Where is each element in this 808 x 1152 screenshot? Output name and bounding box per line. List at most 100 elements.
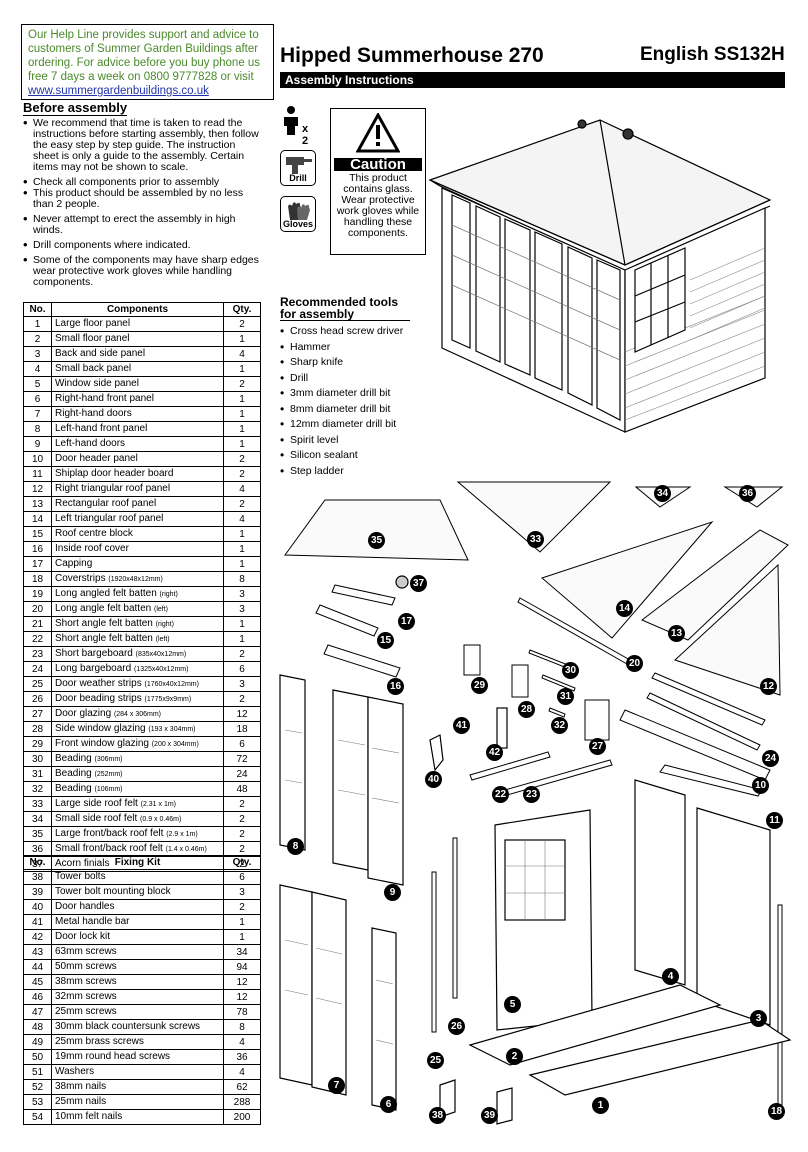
callout-badge: 22 bbox=[492, 786, 509, 803]
part-size: (1.4 x 0.46m) bbox=[165, 846, 207, 854]
part-name: Inside roof cover bbox=[55, 543, 129, 555]
part-name: Side window glazing bbox=[55, 723, 146, 735]
part-name: Capping bbox=[55, 558, 93, 570]
col-qty: Qty. bbox=[223, 301, 261, 318]
col-fixing-kit: Fixing Kit bbox=[51, 854, 224, 871]
callout-badge: 11 bbox=[766, 812, 783, 829]
persons-label: x 2 bbox=[302, 123, 309, 147]
gloves-icon: Gloves bbox=[280, 196, 316, 232]
part-name: 63mm screws bbox=[55, 946, 117, 958]
part-name: 32mm screws bbox=[55, 991, 117, 1003]
part-name: Beading bbox=[55, 753, 92, 765]
callout-badge: 31 bbox=[557, 688, 574, 705]
page-title: Hipped Summerhouse 270 bbox=[280, 44, 544, 67]
part-size: (306mm) bbox=[94, 756, 123, 764]
part-name: Roof centre block bbox=[55, 528, 133, 540]
part-name: Beading bbox=[55, 783, 92, 795]
callout-badge: 29 bbox=[471, 677, 488, 694]
list-item: 8mm diameter drill bit bbox=[280, 402, 403, 418]
callout-badge: 8 bbox=[287, 838, 304, 855]
wall-and-door-panels bbox=[279, 575, 792, 1125]
batten-parts bbox=[315, 584, 783, 1106]
part-name: 25mm screws bbox=[55, 1006, 117, 1018]
list-item: Drill components where indicated. bbox=[23, 239, 261, 251]
col-qty: Qty. bbox=[223, 854, 261, 871]
part-name: 38mm nails bbox=[55, 1081, 107, 1093]
list-item: We recommend that time is taken to read … bbox=[23, 117, 261, 173]
list-item: This product should be assembled by no l… bbox=[23, 187, 261, 210]
callout-badge: 5 bbox=[504, 996, 521, 1013]
warning-icon bbox=[355, 111, 401, 153]
part-name: 38mm screws bbox=[55, 976, 117, 988]
tools-list: Cross head screw driver Hammer Sharp kni… bbox=[280, 324, 403, 479]
before-assembly-list: We recommend that time is taken to read … bbox=[23, 117, 261, 292]
callout-badge: 33 bbox=[527, 531, 544, 548]
callout-badge: 42 bbox=[486, 744, 503, 761]
part-name: Window side panel bbox=[55, 378, 139, 390]
part-name: Long bargeboard bbox=[55, 663, 132, 675]
part-name: Left triangular roof panel bbox=[55, 513, 164, 525]
part-size: (left) bbox=[155, 636, 170, 644]
caution-text: This product contains glass. Wear protec… bbox=[336, 172, 420, 239]
part-qty: 2 bbox=[223, 316, 261, 333]
list-item: Check all components prior to assembly bbox=[23, 176, 261, 188]
part-name: Door beading strips bbox=[55, 693, 142, 705]
callout-badge: 9 bbox=[384, 884, 401, 901]
callout-badge: 7 bbox=[328, 1077, 345, 1094]
list-item: Spirit level bbox=[280, 433, 403, 449]
callout-badge: 18 bbox=[768, 1103, 785, 1120]
summerhouse-illustration bbox=[428, 119, 772, 433]
part-name: Door weather strips bbox=[55, 678, 142, 690]
part-name: Tower bolts bbox=[55, 871, 106, 883]
part-size: (1760x40x12mm) bbox=[144, 681, 199, 689]
part-size: (right) bbox=[159, 591, 178, 599]
callout-badge: 17 bbox=[398, 613, 415, 630]
part-size: (200 x 304mm) bbox=[151, 741, 199, 749]
part-qty: 12 bbox=[223, 706, 261, 723]
section-bar: Assembly Instructions bbox=[280, 72, 785, 88]
part-name: Long angled felt batten bbox=[55, 588, 157, 600]
drill-label: Drill bbox=[289, 173, 307, 183]
website-link[interactable]: www.summergardenbuildings.co.uk bbox=[28, 85, 209, 97]
part-size: (1775x9x9mm) bbox=[144, 696, 192, 704]
callout-badge: 38 bbox=[429, 1107, 446, 1124]
caution-heading: Caution bbox=[334, 157, 422, 172]
part-name: Left-hand front panel bbox=[55, 423, 148, 435]
part-size: (193 x 304mm) bbox=[148, 726, 196, 734]
part-size: (835x40x12mm) bbox=[135, 651, 187, 659]
part-size: (0.9 x 0.46m) bbox=[140, 816, 182, 824]
list-item: 3mm diameter drill bit bbox=[280, 386, 403, 402]
part-name: Rectangular roof panel bbox=[55, 498, 157, 510]
part-name: Left-hand doors bbox=[55, 438, 126, 450]
callout-badge: 3 bbox=[750, 1010, 767, 1027]
part-name: Door header panel bbox=[55, 453, 138, 465]
part-size: (106mm) bbox=[94, 786, 123, 794]
helpline-text: Our Help Line provides support and advic… bbox=[28, 29, 261, 83]
part-name: 50mm screws bbox=[55, 961, 117, 973]
callout-badge: 39 bbox=[481, 1107, 498, 1124]
list-item: 12mm diameter drill bit bbox=[280, 417, 403, 433]
part-name: 25mm brass screws bbox=[55, 1036, 144, 1048]
gloves-label: Gloves bbox=[282, 219, 313, 229]
part-number: 54 bbox=[23, 1109, 52, 1126]
callout-badge: 2 bbox=[506, 1048, 523, 1065]
part-name: Coverstrips bbox=[55, 573, 106, 585]
part-name: Large side roof felt bbox=[55, 798, 138, 810]
list-item: Sharp knife bbox=[280, 355, 403, 371]
